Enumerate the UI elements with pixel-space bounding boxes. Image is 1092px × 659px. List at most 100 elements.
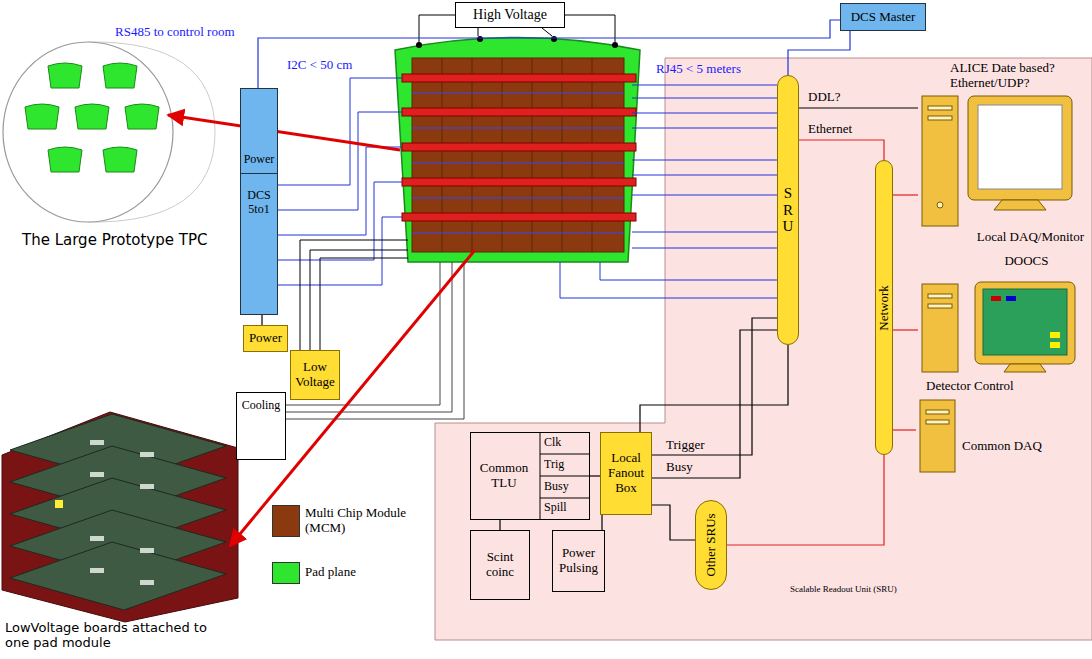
computer-icons — [920, 400, 955, 472]
legend-swatch — [272, 505, 300, 537]
connector-line — [652, 318, 777, 455]
connector-label: RS485 to control room — [115, 25, 235, 40]
fanout-box: Local Fanout Box — [600, 432, 652, 515]
node-label: DOOCS — [1004, 254, 1048, 269]
lv-wires — [310, 250, 408, 350]
connector-line — [258, 20, 840, 88]
node-label: DCS Master — [851, 10, 916, 25]
node-label: DCS 5to1 — [242, 189, 276, 217]
node-label: Power — [249, 331, 282, 346]
detector-module — [412, 58, 624, 252]
signal-name: Trig — [544, 458, 564, 472]
connector-label: DDL? — [808, 90, 841, 105]
tlu-box: Common TLU — [470, 432, 590, 520]
legend-text: Pad plane — [305, 565, 415, 580]
connector-line — [601, 515, 602, 530]
detector-module — [395, 38, 640, 263]
i2c-wires — [278, 112, 402, 210]
connector-line — [652, 505, 695, 540]
computer-icons — [991, 296, 1001, 301]
pointer-arrows — [168, 115, 475, 546]
dcs-power-section: Power — [241, 89, 277, 174]
connector-line — [893, 194, 918, 195]
node-label: Detector Control — [926, 379, 1014, 394]
connector-line — [799, 140, 884, 160]
lv-wires — [300, 240, 408, 350]
connector-line — [893, 329, 918, 330]
detector-module — [395, 36, 640, 262]
rj45-cables — [632, 85, 777, 248]
tpc-end-view — [25, 104, 59, 129]
tpc-end-view — [3, 42, 173, 222]
signal-name: Clk — [544, 436, 561, 450]
computer-icons — [983, 289, 1067, 355]
node-label: Cooling — [242, 399, 281, 413]
detector-module — [416, 42, 422, 48]
computer-icons — [978, 105, 1062, 189]
node-label: SRU — [781, 185, 796, 235]
computer-icons — [975, 282, 1075, 364]
tpc-end-view — [3, 42, 215, 222]
rj45-cables — [560, 262, 777, 298]
computer-icons — [920, 96, 1075, 472]
tlu-signal-cells — [540, 432, 590, 520]
dcs-master-box: DCS Master — [840, 3, 926, 31]
lv-board-stack — [90, 568, 104, 573]
signal-name: Busy — [544, 480, 569, 494]
node-label: Common DAQ — [962, 439, 1042, 454]
legend-swatch — [272, 562, 300, 584]
hv-supply-box: High Voltage — [455, 2, 565, 28]
cooling-box: Cooling — [236, 392, 286, 460]
tpc-end-view — [125, 104, 159, 129]
node-label: Common TLU — [475, 461, 533, 491]
connector-label: Busy — [666, 460, 693, 475]
i2c-wires — [278, 217, 402, 285]
computer-icons — [1050, 332, 1060, 338]
node-label: Scint coinc — [473, 550, 527, 580]
node-label: Power — [244, 153, 275, 167]
i2c-wires — [278, 182, 402, 260]
other-srus-bar: Other SRUs — [695, 500, 727, 590]
lv-board-stack — [2, 412, 238, 622]
cooling-pipes — [286, 262, 464, 419]
tlu-signal-cells — [540, 432, 590, 520]
computer-icons — [1006, 296, 1016, 301]
connector-line — [640, 345, 788, 432]
connector-line — [499, 520, 500, 530]
lv-board-stack — [90, 440, 104, 445]
computer-icons — [1050, 342, 1060, 348]
node-label: Other SRUs — [704, 513, 719, 576]
computer-icons — [968, 96, 1072, 200]
dcs-concentrator-box: PowerDCS 5to1 — [240, 88, 278, 315]
tpc-end-view — [75, 104, 109, 129]
connector-line — [727, 455, 884, 545]
lv-board-stack — [140, 580, 154, 585]
detector-module — [402, 178, 636, 186]
i2c-wires — [278, 78, 402, 185]
detector-control-computer: DOOCS Detector Control — [918, 254, 1085, 394]
node-label: Local Fanout Box — [603, 451, 649, 496]
lv-board-stack — [140, 452, 154, 457]
cooling-pipes — [286, 262, 464, 419]
cooling-pipes — [286, 262, 452, 412]
signal-name: Spill — [544, 501, 567, 515]
local-daq-computer: Local DAQ/Monitor — [918, 92, 1086, 246]
computer-icons — [994, 200, 1046, 210]
tpc-end-view — [48, 63, 82, 88]
lv-board-stack — [2, 412, 238, 622]
computer-icons — [928, 106, 952, 110]
computer-icons — [1004, 364, 1046, 372]
computer-icons — [922, 96, 958, 226]
lv-board-stack — [140, 548, 154, 553]
detector-module — [477, 36, 483, 42]
figure-caption: LowVoltage boards attached to one pad mo… — [5, 621, 220, 651]
lv-wires — [320, 258, 408, 350]
connector-label: Trigger — [666, 438, 705, 453]
rj45-cables — [600, 262, 777, 280]
lv-board-stack — [90, 472, 104, 477]
connector-line — [261, 315, 262, 325]
cable-length-note: I2C < 50 cm — [287, 58, 352, 73]
